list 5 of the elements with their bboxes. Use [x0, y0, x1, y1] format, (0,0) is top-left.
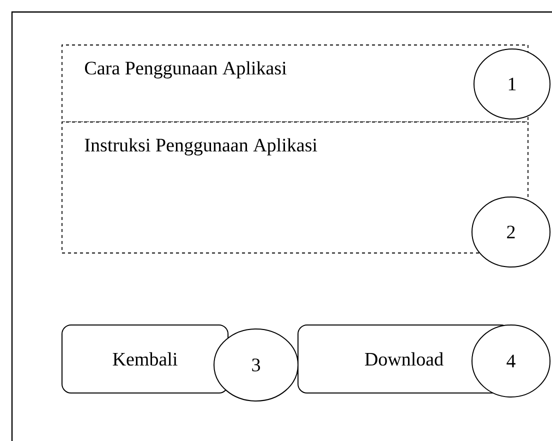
callout-number: 3 — [214, 328, 298, 402]
callout-number: 4 — [472, 324, 550, 398]
button: Kembali — [62, 324, 228, 394]
callout-number: 2 — [472, 196, 550, 268]
callout-number: 1 — [474, 48, 550, 120]
